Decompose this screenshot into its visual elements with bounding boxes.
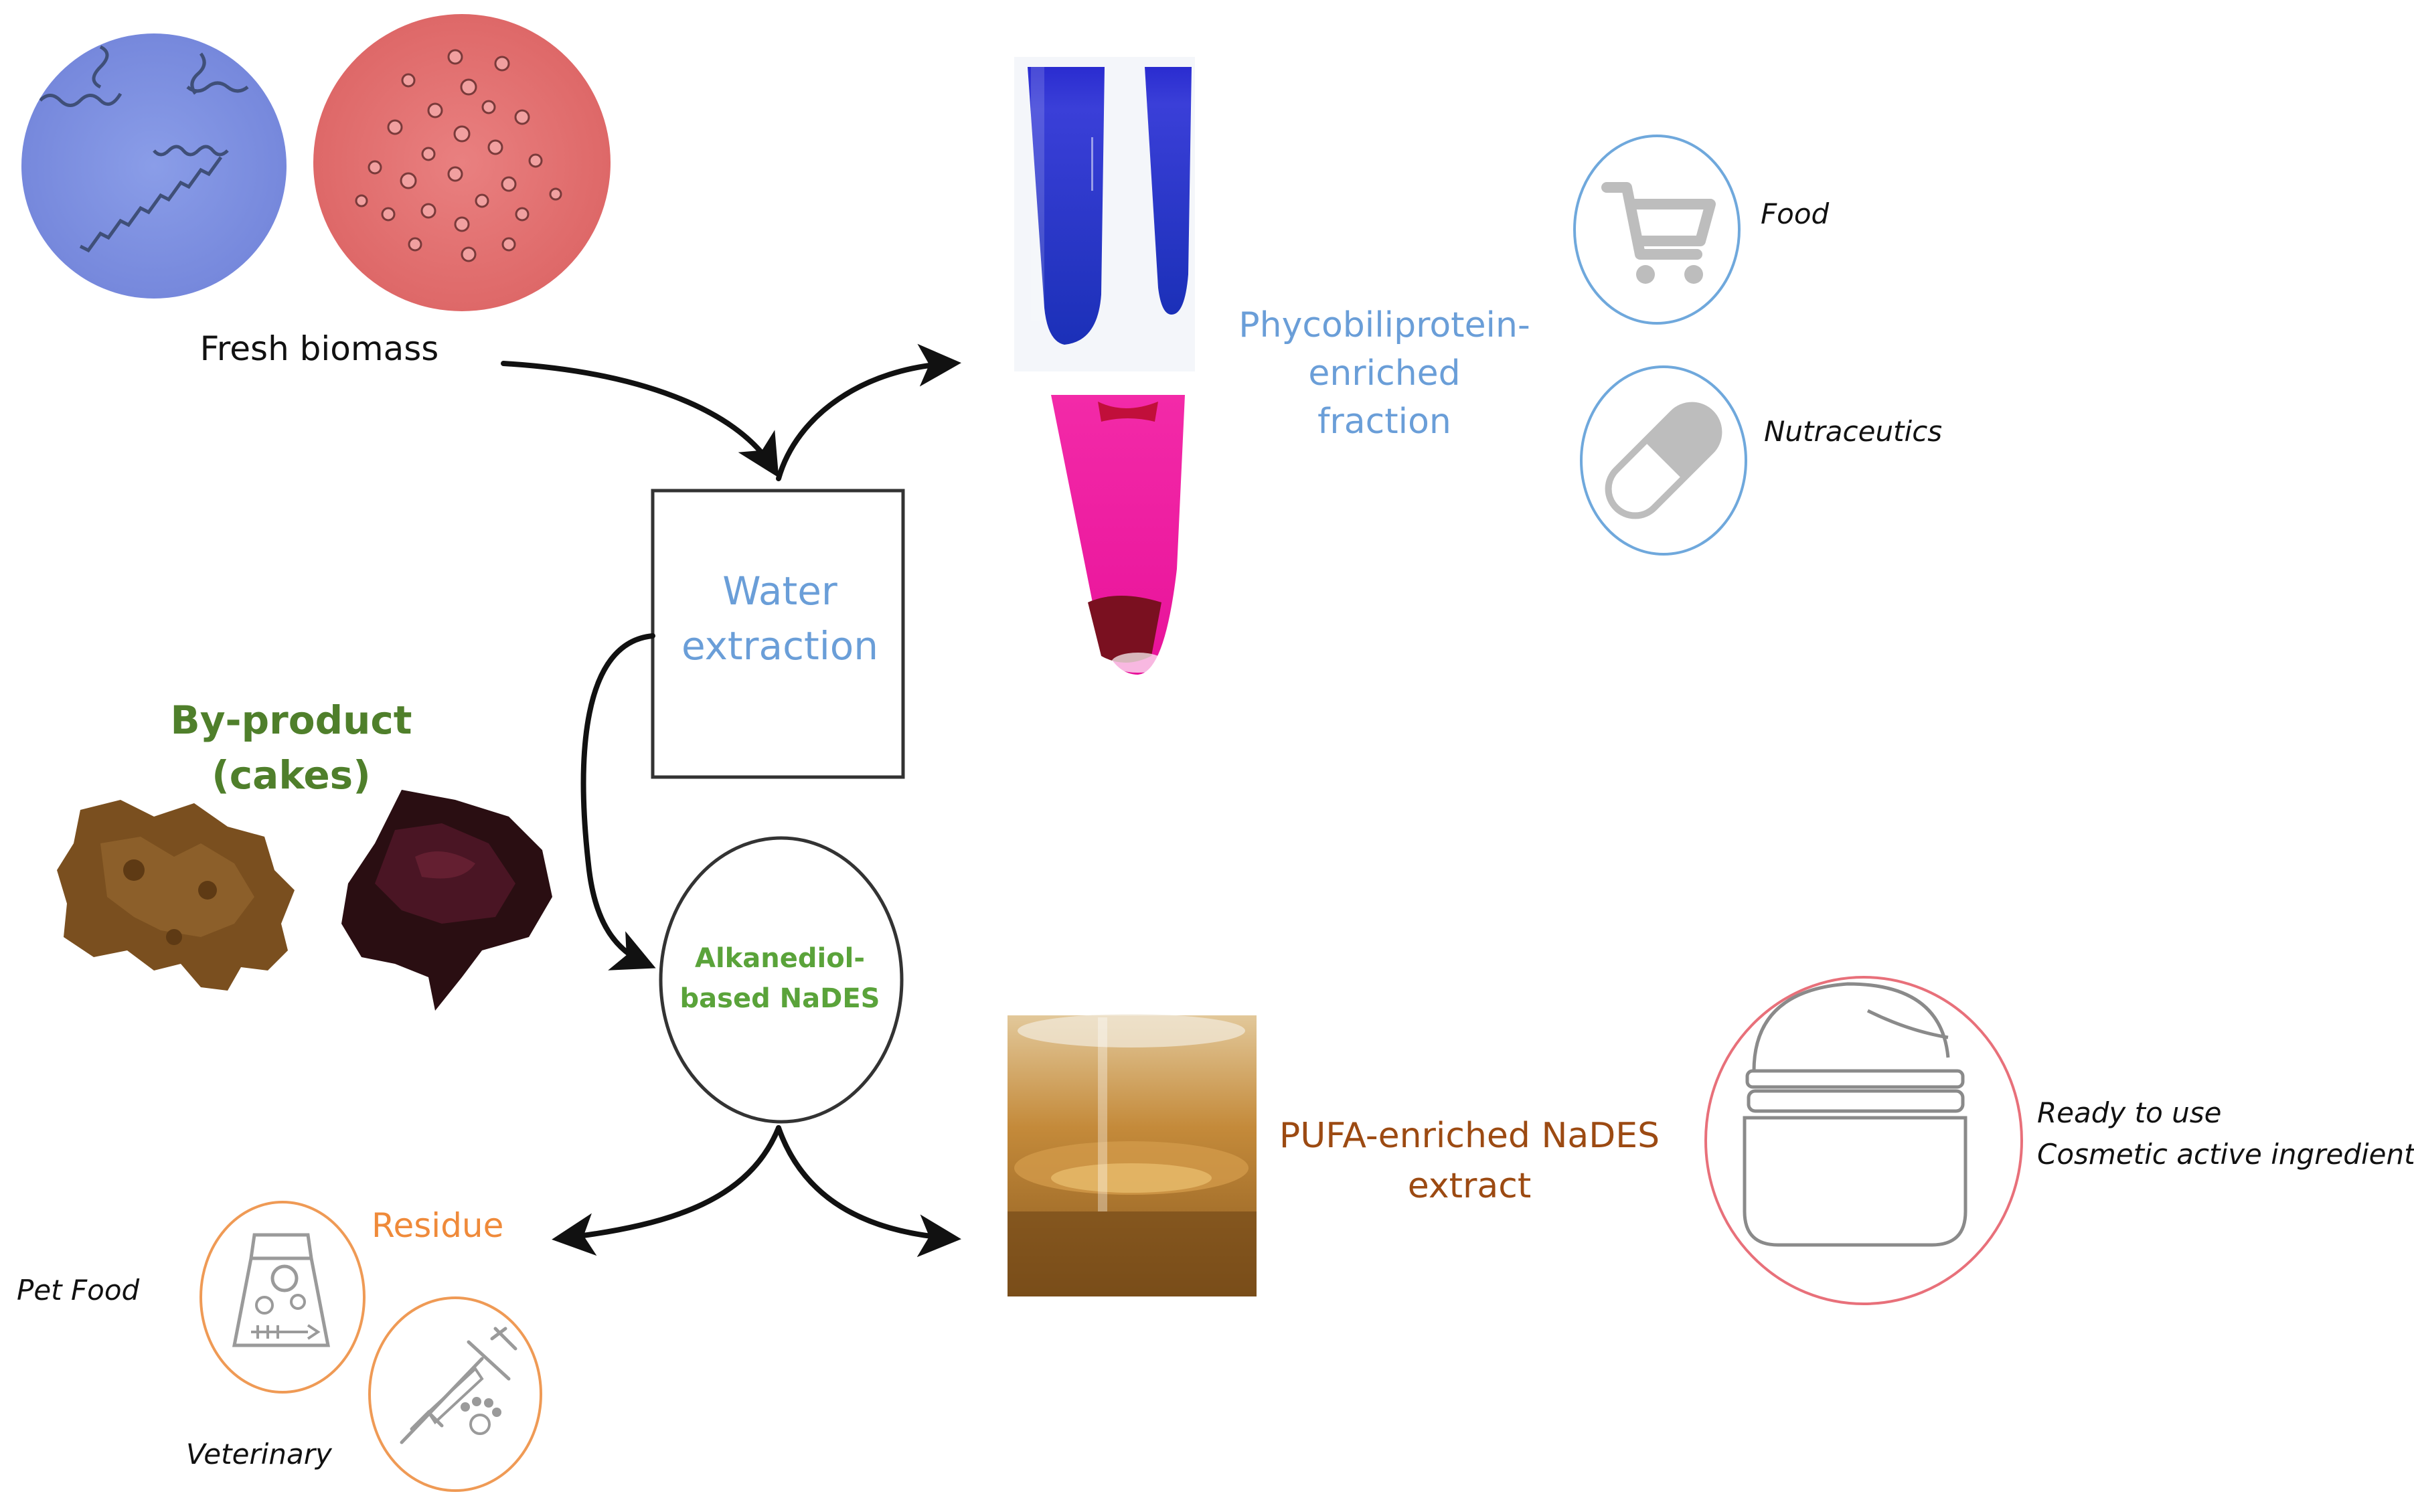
arrow-biomass-to-water [501,361,779,478]
phyco-line2: enriched [1308,353,1461,394]
veterinary-label: Veterinary [186,1438,332,1471]
nutraceutics-label: Nutraceutics [1764,415,1943,448]
process-arrows [501,343,961,1258]
phycobiliprotein-label: Phycobiliprotein- enriched fraction [1238,301,1530,446]
byproduct-label: By-product (cakes) [171,693,412,803]
pet-food-bag-icon [199,1201,366,1394]
nades-line2: based NaDES [679,983,880,1014]
porphyridium-micrograph [313,14,611,311]
byproduct-line2: (cakes) [212,752,371,798]
cosmetic-ingredient-label: Ready to use Cosmetic active ingredient [2037,1092,2414,1175]
nades-ellipse [659,836,904,1124]
cosmetic-cream-jar-icon [1704,976,2023,1305]
fresh-biomass-label: Fresh biomass [199,329,439,368]
pet-food-label: Pet Food [17,1274,140,1307]
byproduct-line1: By-product [170,697,412,743]
arrow-nades-to-residue [552,1125,781,1256]
residue-label: Residue [372,1206,504,1245]
arrow-byproduct-to-nades [580,633,656,971]
byproduct-cake-brown [57,800,295,991]
arrow-nades-to-pufa [776,1125,961,1258]
nades-label: Alkanediol- based NaDES [680,938,880,1019]
pufa-extract-photo [1008,1014,1257,1296]
blue-extract-tubes [1014,57,1195,371]
phyco-line1: Phycobiliprotein- [1238,305,1530,345]
ready-line2: Cosmetic active ingredient [2037,1138,2414,1171]
pufa-line2: extract [1407,1166,1532,1206]
arrow-water-to-phyco [776,343,961,481]
veterinary-syringe-paw-icon [368,1296,542,1492]
spirulina-micrograph [21,33,287,299]
pufa-line1: PUFA-enriched NaDES [1279,1116,1660,1156]
nutraceutics-capsule-icon [1580,365,1747,556]
food-shopping-cart-icon [1573,135,1741,325]
pufa-extract-label: PUFA-enriched NaDES extract [1279,1111,1660,1211]
water-extraction-label: Water extraction [681,564,878,673]
water-extraction-box [651,489,905,779]
nades-line1: Alkanediol- [694,943,865,974]
pink-extract-tube [1051,395,1185,675]
water-extraction-line2: extraction [681,623,879,669]
water-extraction-line1: Water [722,568,837,614]
byproduct-cake-dark [341,790,552,1011]
ready-line1: Ready to use [2037,1096,2222,1129]
phyco-line3: fraction [1317,402,1451,442]
food-label: Food [1761,197,1830,230]
